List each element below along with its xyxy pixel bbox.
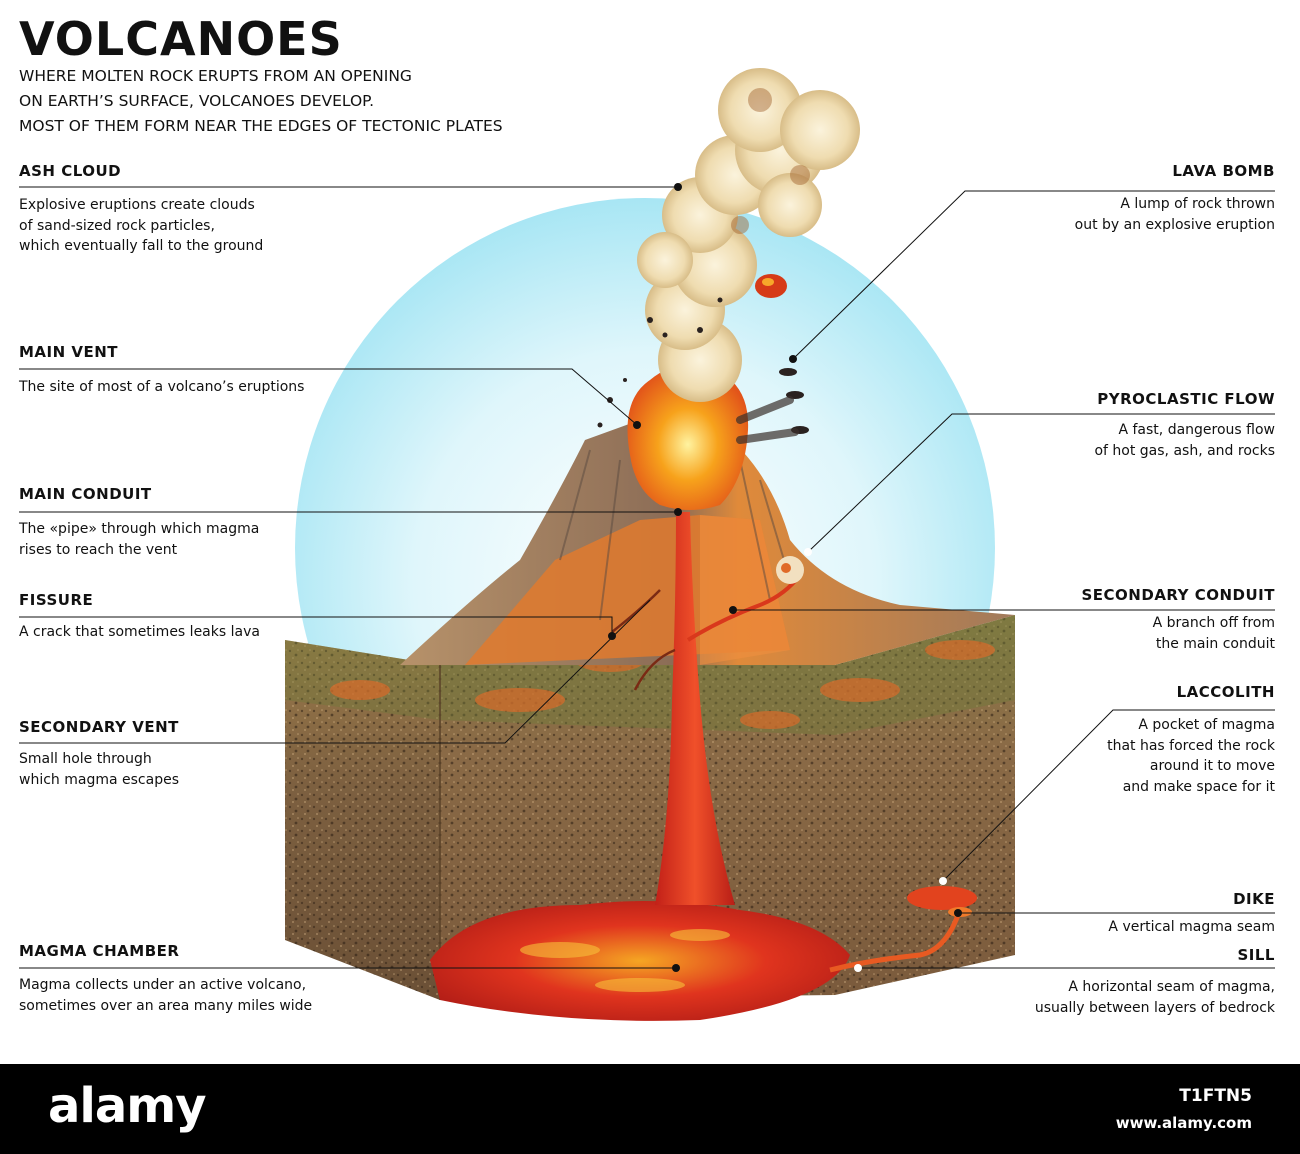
secondary-conduit-label: SECONDARY CONDUIT [1081, 586, 1275, 604]
subtitle-line: WHERE MOLTEN ROCK ERUPTS FROM AN OPENING [19, 67, 412, 85]
fissure-description: A crack that sometimes leaks lava [19, 622, 260, 643]
secondary-vent-label: SECONDARY VENT [19, 718, 179, 736]
pyroclastic-flow-label: PYROCLASTIC FLOW [1097, 390, 1275, 408]
magma-chamber-description: Magma collects under an active volcano, … [19, 975, 312, 1016]
lava-bomb-label: LAVA BOMB [1172, 162, 1275, 180]
description-line: the main conduit [1155, 635, 1275, 652]
page-subtitle: WHERE MOLTEN ROCK ERUPTS FROM AN OPENING… [19, 64, 503, 139]
description-line: Magma collects under an active volcano, [19, 977, 307, 993]
sill [829, 914, 961, 973]
ash-cloud [637, 68, 860, 402]
main-conduit [655, 512, 735, 905]
lava-bomb-description: A lump of rock thrown out by an explosiv… [1075, 194, 1275, 235]
pyroclastic-flow-description: A fast, dangerous flow of hot gas, ash, … [1094, 420, 1275, 461]
description-line: The site of most of a volcano’s eruption… [19, 379, 305, 395]
laccolith-description: A pocket of magma that has forced the ro… [1107, 715, 1275, 797]
description-line: and make space for it [1122, 778, 1275, 795]
description-line: of hot gas, ash, and rocks [1094, 442, 1275, 459]
magma-chamber [430, 901, 850, 1021]
subtitle-line: MOST OF THEM FORM NEAR THE EDGES OF TECT… [19, 117, 503, 135]
main-vent-label: MAIN VENT [19, 343, 119, 361]
main-conduit-label: MAIN CONDUIT [19, 485, 152, 503]
lava-bomb [755, 274, 787, 298]
description-line: A fast, dangerous flow [1118, 422, 1275, 438]
ash-cloud-label: ASH CLOUD [19, 162, 122, 180]
description-line: that has forced the rock [1107, 737, 1275, 754]
description-line: Small hole through [19, 751, 152, 767]
footer-bar: alamy T1FTN5 www.alamy.com [0, 1064, 1300, 1154]
magma-chamber-label: MAGMA CHAMBER [19, 942, 180, 960]
dike-label: DIKE [1233, 890, 1275, 908]
secondary-conduit-description: A branch off from the main conduit [1153, 613, 1275, 654]
image-id: T1FTN5 [1179, 1086, 1252, 1106]
footer-url: www.alamy.com [1115, 1114, 1252, 1132]
secondary-vent-description: Small hole through which magma escapes [19, 749, 179, 790]
brand-logo: alamy [48, 1078, 207, 1134]
description-line: usually between layers of bedrock [1034, 999, 1275, 1016]
main-vent-description: The site of most of a volcano’s eruption… [19, 377, 304, 398]
description-line: A lump of rock thrown [1120, 196, 1275, 212]
sill-description: A horizontal seam of magma, usually betw… [1035, 977, 1275, 1018]
dike-description: A vertical magma seam [1108, 917, 1275, 938]
subtitle-line: ON EARTH’S SURFACE, VOLCANOES DEVELOP. [19, 92, 375, 110]
laccolith-label: LACCOLITH [1176, 683, 1275, 701]
description-line: A branch off from [1152, 615, 1275, 631]
secondary-conduit [686, 573, 802, 642]
description-line: A vertical magma seam [1108, 919, 1275, 935]
main-vent-fire [627, 364, 749, 510]
description-line: A pocket of magma [1138, 717, 1275, 733]
description-line: rises to reach the vent [19, 541, 178, 558]
main-conduit-description: The «pipe» through which magma rises to … [19, 519, 259, 560]
laccolith [907, 886, 977, 910]
ash-cloud-description: Explosive eruptions create clouds of san… [19, 195, 263, 257]
page-title: VOLCANOES [19, 12, 343, 66]
description-line: which magma escapes [19, 771, 179, 788]
description-line: sometimes over an area many miles wide [19, 997, 313, 1014]
description-line: Explosive eruptions create clouds [19, 197, 255, 213]
volcano-illustration [19, 68, 1275, 1021]
description-line: The «pipe» through which magma [19, 521, 260, 537]
description-line: around it to move [1149, 758, 1275, 774]
description-line: of sand-sized rock particles, [19, 217, 215, 234]
description-line: which eventually fall to the ground [19, 238, 264, 254]
description-line: out by an explosive eruption [1074, 216, 1275, 233]
fissure-label: FISSURE [19, 591, 94, 609]
description-line: A horizontal seam of magma, [1068, 979, 1275, 995]
fissure [611, 589, 676, 691]
description-line: A crack that sometimes leaks lava [19, 624, 260, 640]
sill-label: SILL [1237, 946, 1275, 964]
